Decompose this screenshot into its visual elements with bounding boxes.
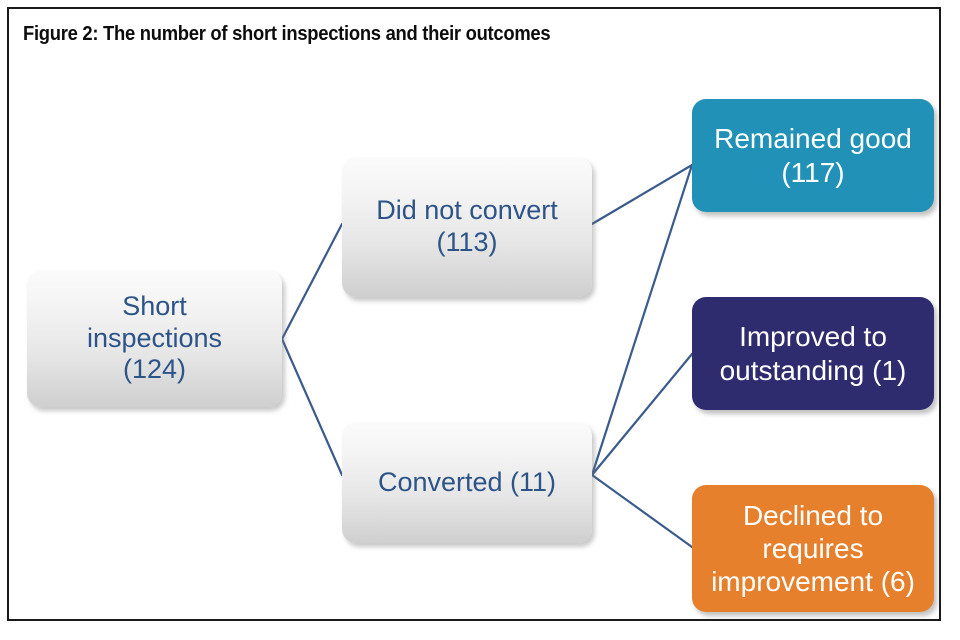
- node-converted[interactable]: Converted (11): [342, 422, 592, 543]
- node-declined-line2: requires: [762, 532, 864, 564]
- connector-short-to-converted: [280, 337, 344, 477]
- connector-didnotconv-to-remained: [590, 163, 694, 226]
- node-declined-to-requires-improvement[interactable]: Declined to requires improvement (6): [692, 485, 934, 612]
- figure-frame: Figure 2: The number of short inspection…: [7, 7, 941, 621]
- connector-converted-to-declined: [590, 473, 694, 549]
- node-declined-line1: Declined to: [742, 499, 884, 531]
- connector-converted-to-improved: [590, 352, 694, 477]
- figure-title: Figure 2: The number of short inspection…: [23, 23, 551, 45]
- node-short-inspections-line1: Short: [122, 290, 187, 321]
- node-remained-good-line1: Remained good: [714, 123, 912, 155]
- node-short-inspections[interactable]: Short inspections (124): [27, 270, 282, 407]
- connector-converted-to-remained: [590, 163, 694, 477]
- node-short-inspections-line3: (124): [122, 354, 187, 385]
- node-improved-to-outstanding[interactable]: Improved to outstanding (1): [692, 297, 934, 410]
- node-did-not-convert-line1: Did not convert: [376, 195, 558, 226]
- node-remained-good[interactable]: Remained good (117): [692, 99, 934, 212]
- node-did-not-convert-line2: (113): [436, 227, 498, 257]
- node-short-inspections-line2: inspections: [86, 322, 223, 353]
- node-improved-to-outstanding-line2: outstanding (1): [719, 354, 907, 386]
- node-converted-line1: Converted (11): [377, 466, 557, 497]
- connector-short-to-didnotconv: [280, 222, 344, 341]
- node-improved-to-outstanding-line1: Improved to: [739, 321, 887, 353]
- node-declined-line3: improvement (6): [711, 566, 915, 598]
- node-remained-good-line2: (117): [781, 156, 845, 188]
- node-did-not-convert[interactable]: Did not convert (113): [342, 157, 592, 297]
